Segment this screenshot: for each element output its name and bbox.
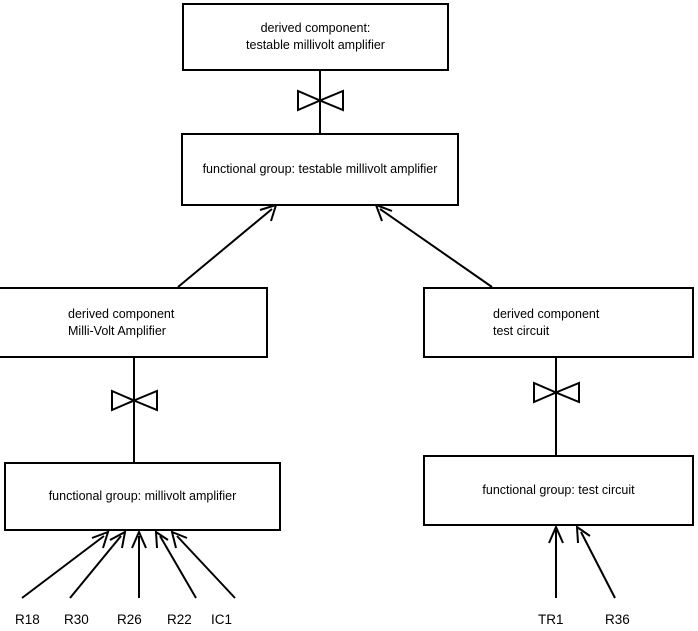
connector-ic1-to-fg-mva [170,530,236,599]
node-derived-component-milli-volt-amplifier[interactable]: derived component Milli-Volt Amplifier [0,287,268,358]
node-functional-group-millivolt-amplifier[interactable]: functional group: millivolt amplifier [4,462,281,531]
node-title-line-1: functional group: test circuit [482,483,635,497]
node-title-line-2: testable millivolt amplifier [246,38,385,52]
node-title-line-1: derived component [68,306,175,321]
leaf-label-r26[interactable]: R26 [117,612,142,627]
leaf-label-r18[interactable]: R18 [15,612,40,627]
connector-test-circuit-to-fg-testable [374,203,493,288]
bowtie-icon-top [297,89,344,112]
connector-mva-to-fg-testable [177,203,278,288]
leaf-label-tr1[interactable]: TR1 [538,612,564,627]
node-functional-group-test-circuit[interactable]: functional group: test circuit [423,455,694,526]
node-derived-component-testable-millivolt-amplifier[interactable]: derived component: testable millivolt am… [182,3,449,71]
connector-r30-to-fg-mva [69,530,127,599]
connector-r36-to-fg-test-circuit [575,525,616,599]
leaf-label-ic1[interactable]: IC1 [211,612,233,627]
connector-r18-to-fg-mva [21,530,110,599]
connector-test-circuit-to-fg-test-circuit [533,358,580,455]
node-title-line-1: functional group: millivolt amplifier [48,489,237,503]
node-derived-component-test-circuit[interactable]: derived component test circuit [423,287,694,358]
connector-tr1-to-fg-test-circuit [548,524,564,598]
bowtie-icon-left [111,389,158,412]
connector-derived-testable-to-fg-testable [297,71,344,133]
leaf-label-r30[interactable]: R30 [64,612,89,627]
connector-r26-to-fg-mva [131,529,147,598]
leaf-label-r36[interactable]: R36 [605,612,630,627]
leaf-label-r22[interactable]: R22 [167,612,192,627]
node-functional-group-testable-millivolt-amplifier[interactable]: functional group: testable millivolt amp… [181,133,459,206]
connector-r22-to-fg-mva [154,530,197,599]
connector-mva-to-fg-mva [111,358,158,462]
node-title-line-1: derived component [493,306,600,321]
node-title-line-1: functional group: testable millivolt amp… [202,162,438,176]
node-title-line-1: derived component: [260,21,371,35]
node-title-line-2: Milli-Volt Amplifier [68,323,166,338]
node-title-line-2: test circuit [493,323,550,338]
bowtie-icon-right [533,381,580,404]
